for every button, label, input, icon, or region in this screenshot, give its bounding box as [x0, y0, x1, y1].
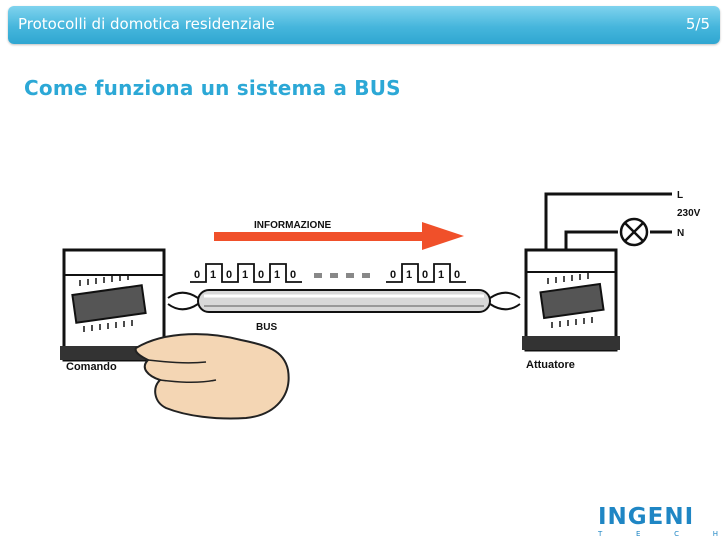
information-label: INFORMAZIONE — [254, 220, 332, 231]
voltage-label: 230V — [677, 208, 701, 219]
power-wiring — [544, 192, 672, 250]
logo-letter: T — [598, 530, 603, 538]
logo-letter: E — [635, 530, 641, 538]
logo-letter: C — [674, 530, 680, 538]
bit-digit: 1 — [242, 269, 248, 281]
bit-digit: 0 — [194, 269, 200, 281]
bit-digit: 0 — [454, 269, 460, 281]
slide-title: Come funziona un sistema a BUS — [24, 76, 401, 100]
bit-waveform — [190, 263, 302, 283]
bit-digit: 1 — [438, 269, 444, 281]
bit-digit: 0 — [290, 269, 296, 281]
information-arrow — [214, 222, 464, 250]
actuator-label: Attuatore — [526, 359, 575, 371]
neutral-label: N — [677, 228, 684, 239]
page-number: 5/5 — [685, 15, 710, 33]
presentation-title: Protocolli di domotica residenziale — [18, 15, 275, 33]
logo-text: INGENI — [598, 504, 695, 530]
bit-digit: 0 — [226, 269, 232, 281]
logo-subtext: T E C H — [598, 530, 718, 538]
command-label: Comando — [66, 361, 117, 373]
bit-digit: 0 — [422, 269, 428, 281]
header-bar: Protocolli di domotica residenziale 5/5 — [8, 6, 720, 44]
ingenitech-logo: INGENI T E C H — [590, 504, 718, 540]
bit-digit: 1 — [210, 269, 216, 281]
bit-digit: 0 — [258, 269, 264, 281]
logo-letter: H — [712, 530, 718, 538]
bit-digit: 0 — [390, 269, 396, 281]
bus-cable — [167, 289, 521, 313]
bus-label: BUS — [256, 322, 277, 333]
lamp-icon — [619, 217, 649, 247]
bit-waveform — [386, 263, 466, 283]
bit-gap-dashes — [314, 273, 370, 278]
bit-digit: 1 — [406, 269, 412, 281]
hand-illustration — [134, 333, 290, 420]
actuator-device — [522, 248, 620, 352]
line-label: L — [677, 190, 683, 201]
bit-digit: 1 — [274, 269, 280, 281]
